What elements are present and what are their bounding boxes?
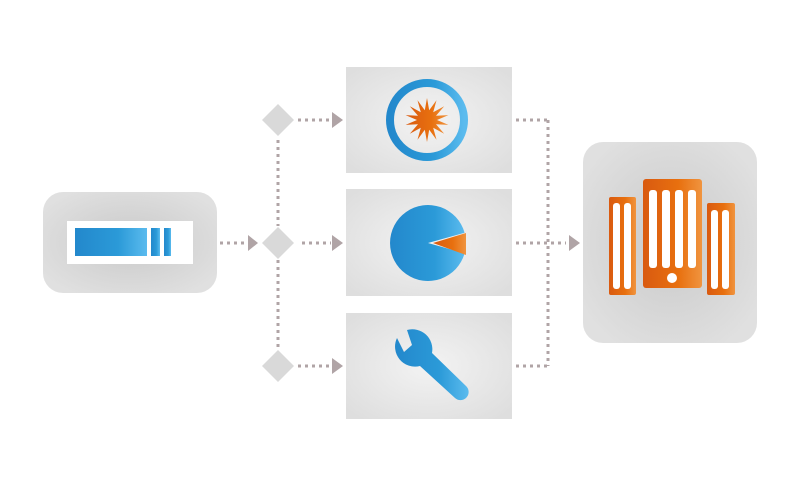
starburst-target-icon	[386, 79, 468, 161]
source-node	[43, 192, 217, 293]
server-rack-icon	[609, 179, 735, 295]
arrow-right-icon	[332, 358, 343, 374]
decision-diamonds	[262, 104, 294, 382]
branch-node-1	[346, 67, 512, 173]
pie-chart-icon	[390, 205, 466, 282]
wrench-icon	[395, 329, 469, 401]
progress-bar-icon	[67, 221, 193, 264]
target-node	[583, 142, 757, 343]
arrow-right-icon	[332, 112, 343, 128]
arrow-right-icon	[569, 235, 580, 251]
diamond	[262, 350, 294, 382]
branch-node-3	[346, 313, 512, 419]
branch-node-2	[346, 189, 512, 296]
arrow-right-icon	[332, 235, 343, 251]
arrow-right-icon	[248, 235, 258, 251]
diamond	[262, 227, 294, 259]
arrowheads	[248, 112, 580, 374]
connectors	[220, 118, 566, 368]
diamond	[262, 104, 294, 136]
